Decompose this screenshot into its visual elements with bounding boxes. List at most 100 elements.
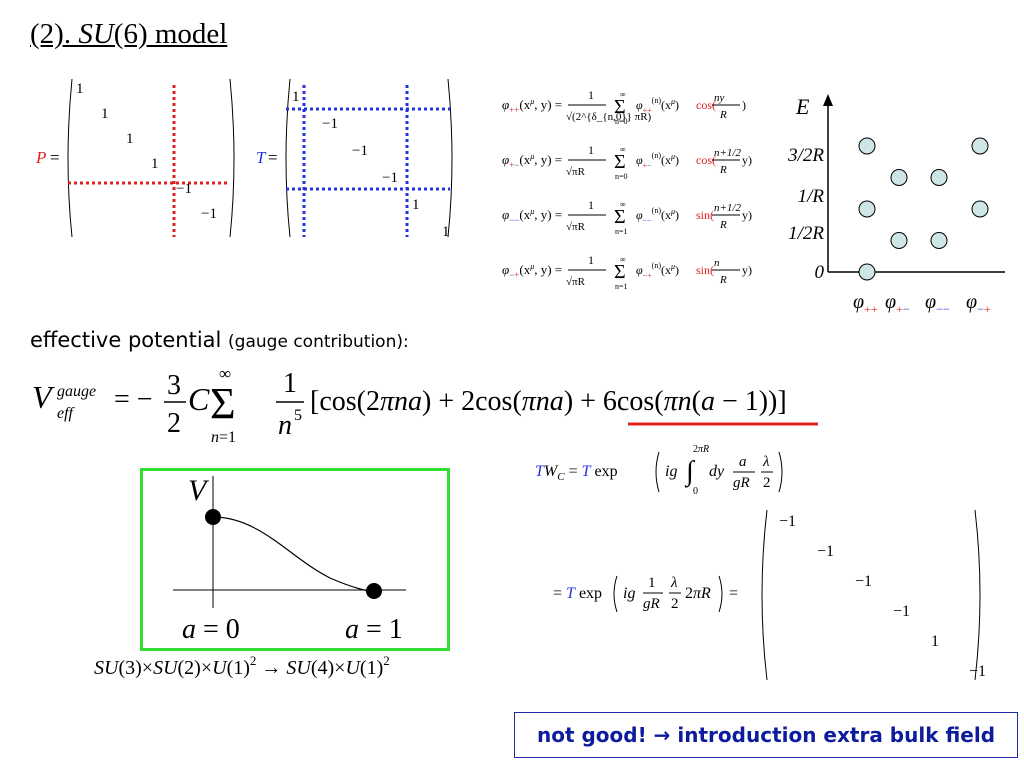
spectrum-point-6	[930, 169, 948, 186]
eq-two: 2	[167, 408, 181, 439]
svg-text:R: R	[719, 219, 727, 231]
spectrum-column-3: φ−+	[966, 291, 991, 316]
spectrum-column-1: φ+−	[885, 291, 910, 316]
potential-curve	[212, 516, 375, 593]
svg-text:R: R	[719, 164, 727, 176]
spectrum-point-8	[971, 137, 989, 155]
svg-text:n=1: n=1	[615, 227, 628, 236]
svg-text:∞: ∞	[620, 90, 626, 99]
plot-xlabel-0: a = 0	[182, 614, 240, 645]
svg-text:√(2^{δ_{n,0}} πR): √(2^{δ_{n,0}} πR)	[566, 111, 652, 123]
svg-text:2: 2	[671, 596, 679, 612]
svg-text:Σ: Σ	[614, 96, 626, 118]
svg-text:y): y)	[742, 153, 752, 167]
matrix-t-entry-0: 1	[292, 89, 300, 105]
mode-row-0: φ++(xμ, y) =1√(2^{δ_{n,0}} πR)Σ∞n=0φ++(n…	[502, 88, 746, 126]
svg-text:2πR: 2πR	[693, 444, 709, 455]
svg-text:R: R	[719, 109, 727, 121]
matrix-t: T = 1−1−1−111	[256, 78, 453, 240]
svg-text:1: 1	[648, 575, 656, 591]
symmetry-breaking: SU(3)×SU(2)×U(1)2 → SU(4)×U(1)2	[94, 653, 390, 679]
eq-n1: n=1	[211, 429, 236, 446]
svg-text:n=1: n=1	[615, 282, 628, 291]
svg-text:φ−+(n)(xμ): φ−+(n)(xμ)	[636, 261, 679, 280]
svg-text:a: a	[739, 454, 747, 470]
svg-text:=: =	[729, 585, 738, 602]
veff-symbol: V	[32, 379, 55, 415]
matrix-t-entry-5: 1	[442, 224, 450, 240]
svg-text:2: 2	[763, 475, 771, 491]
spectrum-point-3	[890, 232, 908, 249]
wilson-matrix-entry-3: −1	[893, 603, 910, 620]
section-label: effective potential (gauge contribution)…	[30, 328, 409, 352]
svg-text:∞: ∞	[620, 255, 626, 264]
spectrum-level-0: 0	[815, 262, 825, 283]
svg-text:y): y)	[742, 263, 752, 277]
spectrum-level-1: 1/2R	[788, 223, 824, 244]
svg-text:dy: dy	[709, 463, 725, 480]
matrix-p-eq: =	[50, 148, 60, 167]
eq-infinity: ∞	[219, 364, 231, 383]
plot-frame	[140, 468, 450, 651]
spectrum-point-4	[890, 169, 908, 186]
spectrum-point-1	[858, 200, 876, 218]
eq-C: C	[188, 381, 210, 417]
svg-text:φ−−(xμ, y) =: φ−−(xμ, y) =	[502, 207, 562, 225]
spectrum-level-3: 3/2R	[787, 145, 824, 166]
svg-text:cos(: cos(	[696, 98, 716, 112]
mode-expansions: φ++(xμ, y) =1√(2^{δ_{n,0}} πR)Σ∞n=0φ++(n…	[502, 88, 752, 291]
svg-text:n+1/2: n+1/2	[714, 147, 741, 159]
wilson-line1: TWC = T exp	[535, 463, 618, 483]
svg-text:y): y)	[742, 208, 752, 222]
svg-text:1: 1	[588, 253, 594, 267]
svg-text:Σ: Σ	[614, 151, 626, 173]
svg-text:φ++(n)(xμ): φ++(n)(xμ)	[636, 96, 679, 115]
matrix-t-eq: =	[268, 148, 278, 167]
matrix-p-entry-1: 1	[101, 106, 109, 122]
svg-text:φ+−(xμ, y) =: φ+−(xμ, y) =	[502, 152, 562, 170]
svg-text:∞: ∞	[620, 145, 626, 154]
eq-sigma: Σ	[210, 379, 236, 428]
matrix-p-entry-3: 1	[151, 156, 159, 172]
svg-text:n=0: n=0	[615, 117, 628, 126]
eq-n5: n	[278, 410, 292, 441]
plot-xlabel-1: a = 1	[345, 614, 403, 645]
svg-text:gR: gR	[643, 596, 660, 612]
svg-text:λ: λ	[670, 575, 678, 591]
note-box: not good! → introduction extra bulk fiel…	[514, 712, 1018, 758]
svg-text:gR: gR	[733, 475, 750, 491]
eq-bracket: [cos(2πna) + 2cos(πna) + 6cos(πn(a − 1))…	[310, 386, 787, 417]
svg-text:sin(: sin(	[696, 263, 714, 277]
spectrum-column-0: φ++	[853, 291, 878, 316]
svg-text:n+1/2: n+1/2	[714, 202, 741, 214]
matrix-p-label: P	[35, 148, 46, 167]
matrix-t-entry-3: −1	[382, 170, 398, 186]
wilson-matrix-entry-1: −1	[817, 543, 834, 560]
matrix-p-entry-2: 1	[126, 131, 134, 147]
svg-text:1: 1	[588, 198, 594, 212]
note-text: not good! → introduction extra bulk fiel…	[536, 723, 996, 747]
spectrum-axis-label: E	[795, 94, 810, 119]
svg-text:φ−−(n)(xμ): φ−−(n)(xμ)	[636, 206, 679, 225]
svg-text:∞: ∞	[620, 200, 626, 209]
svg-text:n: n	[714, 257, 720, 269]
svg-text:n=0: n=0	[615, 172, 628, 181]
veff-subscript: eff	[57, 405, 76, 422]
wilson-matrix-entry-0: −1	[779, 513, 796, 530]
wilson-line: TWC = T exp ig ∫ 2πR 0 dy a gR λ 2 = T e…	[535, 444, 986, 681]
matrix-t-entry-4: 1	[412, 197, 420, 213]
eq-three: 3	[167, 370, 181, 401]
svg-text:ig: ig	[665, 463, 677, 480]
spectrum-axis-arrow	[823, 94, 833, 106]
svg-text:∫: ∫	[684, 456, 696, 488]
matrix-p-entry-4: −1	[176, 181, 192, 197]
svg-text:φ++(xμ, y) =: φ++(xμ, y) =	[502, 97, 562, 115]
slide-title: (2). SU(6) model	[30, 18, 228, 50]
svg-text:): )	[742, 98, 746, 112]
spectrum-point-0	[858, 263, 876, 281]
potential-plot: V a = 0 a = 1	[140, 468, 450, 651]
spectrum-point-5	[930, 232, 948, 249]
